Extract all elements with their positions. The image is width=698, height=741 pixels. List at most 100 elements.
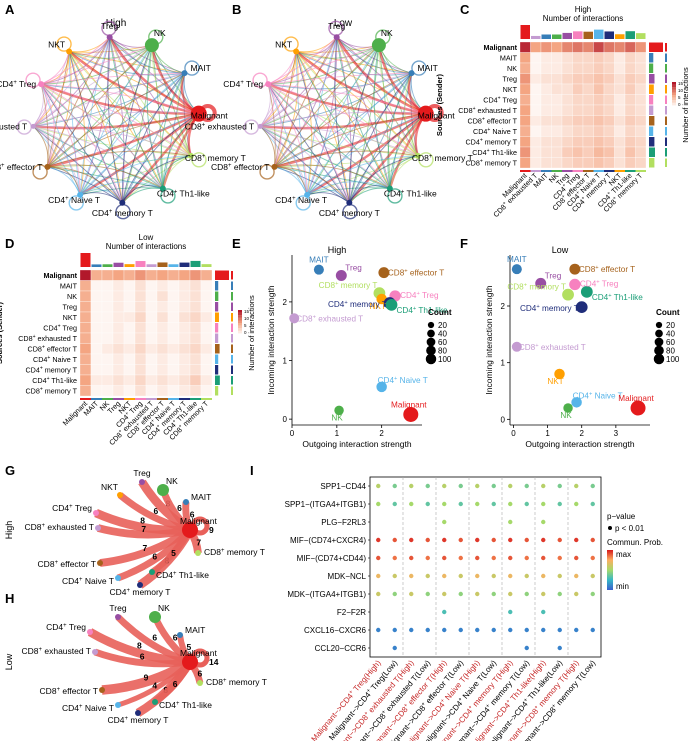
- label-part: Malignant: [483, 43, 517, 52]
- star-target-label: Treg: [133, 468, 150, 478]
- heatmap-cell: [593, 73, 605, 85]
- heatmap-cell: [561, 136, 573, 148]
- superscript-plus: +: [127, 588, 131, 594]
- dotplot-dot: [491, 501, 496, 507]
- label-part: Malignant: [180, 648, 217, 658]
- label-part: NKT: [547, 377, 563, 386]
- dotplot-dot: [442, 501, 447, 507]
- label-part: CD8: [22, 646, 39, 656]
- edge: [348, 72, 412, 203]
- size-legend-label: 100: [666, 355, 680, 364]
- label-part: MAIT: [309, 256, 329, 265]
- edge: [267, 36, 337, 85]
- column-color-strip: [551, 170, 562, 172]
- network-node-label: MAIT: [191, 63, 211, 73]
- label-part: memory T: [338, 281, 377, 290]
- label-part: Naive T: [490, 127, 517, 136]
- heatmap-cell: [593, 125, 605, 137]
- label-part: CD8: [507, 283, 524, 292]
- row-color-strip: [231, 323, 233, 332]
- heatmap-cell: [593, 94, 605, 106]
- heatmap-cell: [530, 125, 542, 137]
- heatmap-cell: [519, 41, 531, 53]
- heatmap-cell: [614, 146, 626, 158]
- heatmap-cell: [603, 52, 615, 64]
- label-part: Naive T: [50, 355, 77, 364]
- scatter-point-label: CD8+ effector T: [579, 265, 635, 274]
- star-edge-value: 6: [173, 679, 178, 689]
- dotplot-dot: [574, 591, 579, 597]
- heatmap-cell: [572, 125, 584, 137]
- label-part: memory T: [205, 153, 245, 163]
- edge: [306, 37, 338, 196]
- scatter-point-label: NK: [560, 411, 572, 420]
- y-tick-label: 2: [501, 302, 506, 311]
- scatter-title: High: [328, 245, 347, 255]
- star-target-node: [87, 629, 93, 635]
- row-color-strip: [231, 302, 233, 311]
- heatmap-cell: [572, 157, 584, 169]
- network-node-label: CD4+ Th1-like: [384, 189, 437, 199]
- heatmap-cell: [90, 280, 103, 292]
- self-loop-edge: [252, 72, 268, 88]
- heatmap-cell: [561, 73, 573, 85]
- network-node: [187, 152, 194, 159]
- scatter-point-label: CD4+ Naive T: [378, 376, 428, 385]
- superscript-plus: +: [202, 154, 206, 160]
- row-total-bar: [649, 74, 655, 84]
- heatmap-cell: [178, 332, 191, 344]
- heatmap-cell: [112, 269, 125, 281]
- legend-swatch: [238, 312, 242, 316]
- network-node-label: Treg: [328, 21, 345, 31]
- size-legend-dot: [427, 329, 435, 338]
- y-tick-label: 2: [283, 298, 288, 307]
- self-loop-edge: [259, 164, 275, 180]
- heatmap-cell: [200, 374, 213, 386]
- dotplot-dot: [541, 537, 546, 543]
- dotplot-dot: [475, 537, 480, 543]
- legend-swatch: [238, 315, 242, 318]
- dotplot-dot: [557, 645, 562, 651]
- dotplot-dot: [442, 555, 447, 561]
- dotplot-dot: [508, 573, 513, 579]
- label-part: MAIT: [191, 63, 211, 73]
- scatter-point: [385, 298, 398, 311]
- heatmap-cell: [178, 311, 191, 323]
- heatmap-cell: [561, 41, 573, 53]
- heatmap-cell: [156, 311, 169, 323]
- edge: [373, 45, 391, 189]
- dotplot-dot: [458, 555, 463, 561]
- heatmap-cell: [614, 94, 626, 106]
- scatter-point: [569, 278, 581, 291]
- heatmap-cell: [551, 115, 563, 127]
- heatmap-cell: [189, 343, 202, 355]
- heatmap-row-label: CD4+ Th1-like: [32, 376, 77, 385]
- label-part: CD4: [275, 195, 292, 205]
- star-center-value: 14: [209, 657, 219, 667]
- heatmap-cell: [189, 280, 202, 292]
- superscript-plus: +: [404, 269, 408, 275]
- panel-letter-E: E: [232, 236, 241, 251]
- heatmap-cell: [624, 94, 636, 106]
- network-node: [38, 81, 45, 88]
- network-node: [408, 70, 415, 77]
- dotplot-dot: [376, 555, 381, 561]
- heatmap-cell: [582, 62, 594, 74]
- heatmap-cell: [112, 364, 125, 376]
- column-color-strip: [572, 170, 583, 172]
- column-color-strip: [541, 170, 552, 172]
- edge: [306, 112, 427, 196]
- dotplot-dot: [491, 591, 496, 597]
- heatmap-cell: [167, 374, 180, 386]
- superscript-plus: +: [595, 265, 599, 271]
- superscript-plus: +: [394, 376, 398, 382]
- superscript-plus: +: [344, 300, 348, 306]
- edge: [33, 125, 123, 203]
- superscript-plus: +: [561, 194, 567, 200]
- label-part: CD4: [573, 391, 590, 400]
- edge: [260, 111, 426, 127]
- self-loop-edge: [411, 60, 427, 76]
- label-part: exhausted T: [539, 343, 586, 352]
- edge: [32, 44, 153, 127]
